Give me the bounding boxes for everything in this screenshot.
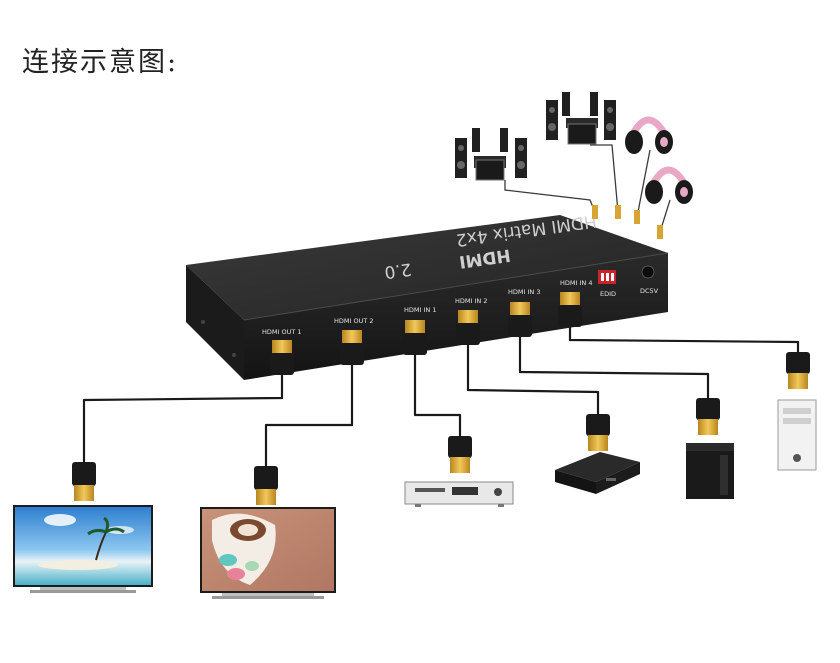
audio-plug xyxy=(592,205,598,219)
device-top-surface xyxy=(186,215,668,320)
cable-in3 xyxy=(518,335,710,402)
page-title: 连接示意图: xyxy=(22,47,179,78)
tv-display-2 xyxy=(200,507,336,599)
game-console xyxy=(686,443,734,499)
audio-cable-speakers-1 xyxy=(504,180,596,213)
audio-cable-speakers-2 xyxy=(590,144,619,213)
tv-screen-beach xyxy=(15,507,151,585)
dc-label: DC5V xyxy=(640,287,659,295)
device-left-side xyxy=(186,265,244,380)
speaker-tower xyxy=(604,100,616,140)
edid-switch-pin xyxy=(601,273,604,281)
cable-in2 xyxy=(466,342,600,418)
version-text: 2.0 xyxy=(383,258,413,282)
speaker-tower xyxy=(515,138,527,178)
speaker-small xyxy=(562,92,570,116)
hdmi-plug-pc xyxy=(786,352,810,389)
port-label-in1: HDMI IN 1 xyxy=(404,306,436,314)
screw xyxy=(201,320,205,324)
hdmi-matrix-device: HDMI 2.0 HDMI Matrix 4x2 HDMI OUT 1 HDMI… xyxy=(186,210,669,380)
speaker-tower xyxy=(455,138,467,178)
hdmi-plug-tv1 xyxy=(72,462,96,501)
cable-in1 xyxy=(413,352,462,440)
hdmi-plug-stb xyxy=(586,414,610,451)
port-label-in3: HDMI IN 3 xyxy=(508,288,540,296)
headphones-1 xyxy=(625,116,673,154)
device-edge xyxy=(243,252,669,321)
hdmi-plug-tv2 xyxy=(254,466,278,505)
audio-plug xyxy=(615,205,621,219)
cable-out1 xyxy=(82,372,284,466)
amplifier xyxy=(567,123,597,145)
audio-plug xyxy=(634,210,640,224)
amplifier xyxy=(475,159,505,181)
port-label-in2: HDMI IN 2 xyxy=(455,297,487,305)
edid-label: EDID xyxy=(600,290,616,298)
hdmi-plug-ps3 xyxy=(696,398,720,435)
port-label-out1: HDMI OUT 1 xyxy=(262,328,302,336)
cable-out2 xyxy=(264,362,354,470)
dvd-player xyxy=(404,481,514,507)
tv-display-1 xyxy=(13,505,153,593)
hdmi-plug-out2 xyxy=(340,330,364,365)
speaker-small xyxy=(590,92,598,116)
hdmi-plug-in3 xyxy=(508,302,532,337)
hdmi-plug-in4 xyxy=(558,292,582,327)
audio-cable-headphone-1 xyxy=(637,149,651,213)
speaker-system-1 xyxy=(455,128,527,181)
headphones-2 xyxy=(645,166,693,204)
speaker-center xyxy=(566,118,598,128)
edid-switch-pin xyxy=(611,273,614,281)
hdmi-plug-in1 xyxy=(403,320,427,355)
screw xyxy=(232,353,236,357)
speaker-system-2 xyxy=(546,92,616,145)
audio-plug xyxy=(657,225,663,239)
dc-power-jack[interactable] xyxy=(641,265,655,279)
hdmi-plug-in2 xyxy=(456,310,480,345)
set-top-box xyxy=(555,452,640,494)
pc-tower xyxy=(777,399,817,471)
hdmi-plug-dvd xyxy=(448,436,472,473)
speaker-tower xyxy=(546,100,558,140)
port-label-in4: HDMI IN 4 xyxy=(560,279,592,287)
port-label-out2: HDMI OUT 2 xyxy=(334,317,374,325)
hdmi-plug-out1 xyxy=(270,340,294,375)
speaker-small xyxy=(472,128,480,152)
cable-in4 xyxy=(568,326,800,356)
speaker-small xyxy=(500,128,508,152)
edid-switch-pin xyxy=(606,273,609,281)
